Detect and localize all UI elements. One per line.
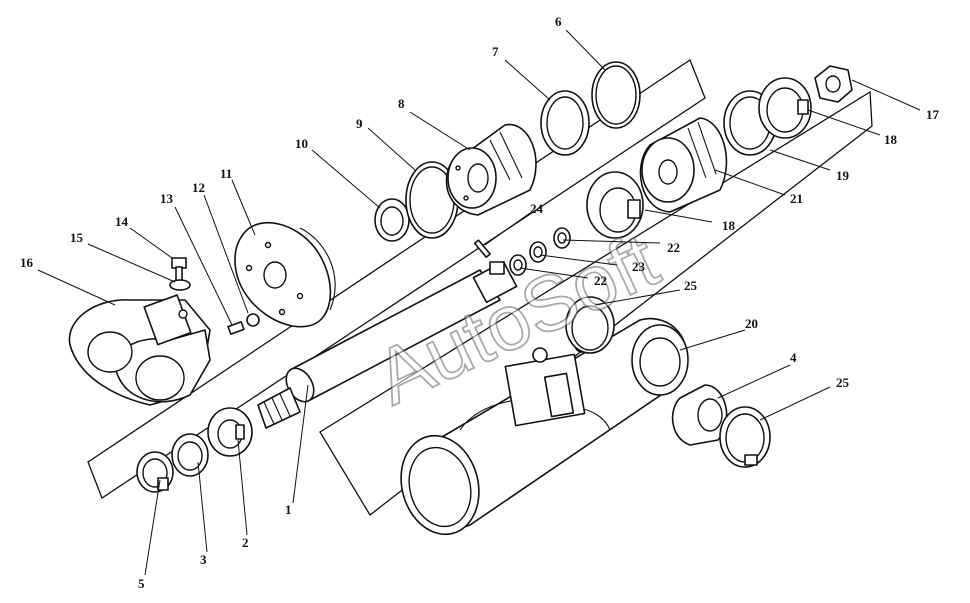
callout-3: 3 (200, 552, 207, 567)
cylinder-barrel (400, 317, 689, 536)
callout-7: 7 (492, 44, 499, 59)
callout-18-upper: 18 (884, 132, 898, 147)
wiper-ring (171, 433, 209, 477)
washer-23 (529, 241, 547, 263)
ring-18-upper (758, 77, 812, 139)
ring-6 (591, 61, 641, 129)
callout-19: 19 (836, 168, 850, 183)
callout-5: 5 (138, 576, 145, 591)
bolt-and-nut (169, 257, 191, 291)
callout-20: 20 (745, 316, 758, 331)
snap-ring-25-lower (719, 406, 771, 468)
callout-6: 6 (555, 14, 562, 29)
snap-ring (136, 451, 174, 493)
rod-guide-8 (445, 123, 537, 216)
callout-10: 10 (295, 136, 308, 151)
snap-ring-25-upper (565, 296, 615, 354)
pin-24 (473, 239, 491, 258)
callout-12: 12 (192, 180, 205, 195)
callout-25-lower: 25 (836, 375, 850, 390)
flange-disk (234, 222, 336, 328)
callout-17: 17 (926, 107, 940, 122)
callout-11: 11 (220, 166, 232, 181)
rod-bushing (207, 407, 253, 457)
ring-7 (540, 90, 590, 156)
callout-9: 9 (356, 116, 363, 131)
leader-lines (37, 29, 921, 576)
callout-22-lower: 22 (594, 273, 607, 288)
callout-4: 4 (790, 350, 797, 365)
castle-nut-17 (814, 65, 853, 103)
callout-8: 8 (398, 96, 405, 111)
callout-2: 2 (242, 535, 249, 550)
grease-fitting (227, 313, 260, 335)
callout-24: 24 (530, 201, 544, 216)
callout-14: 14 (115, 214, 129, 229)
piston-rod (257, 260, 518, 429)
bushing-4 (671, 384, 728, 446)
callout-13: 13 (160, 191, 174, 206)
callout-16: 16 (20, 255, 34, 270)
washer-22 (509, 254, 527, 276)
clevis-fork (68, 294, 211, 406)
piston-21 (639, 117, 728, 213)
callout-22-upper: 22 (667, 240, 680, 255)
o-ring-9 (405, 161, 459, 239)
callout-23: 23 (632, 259, 646, 274)
ring-18-lower (586, 171, 644, 239)
callout-15: 15 (70, 230, 84, 245)
callout-1: 1 (285, 502, 292, 517)
callout-21: 21 (790, 191, 803, 206)
callout-18-lower: 18 (722, 218, 736, 233)
seal-ring-10 (374, 198, 410, 242)
callout-25-upper: 25 (684, 278, 698, 293)
